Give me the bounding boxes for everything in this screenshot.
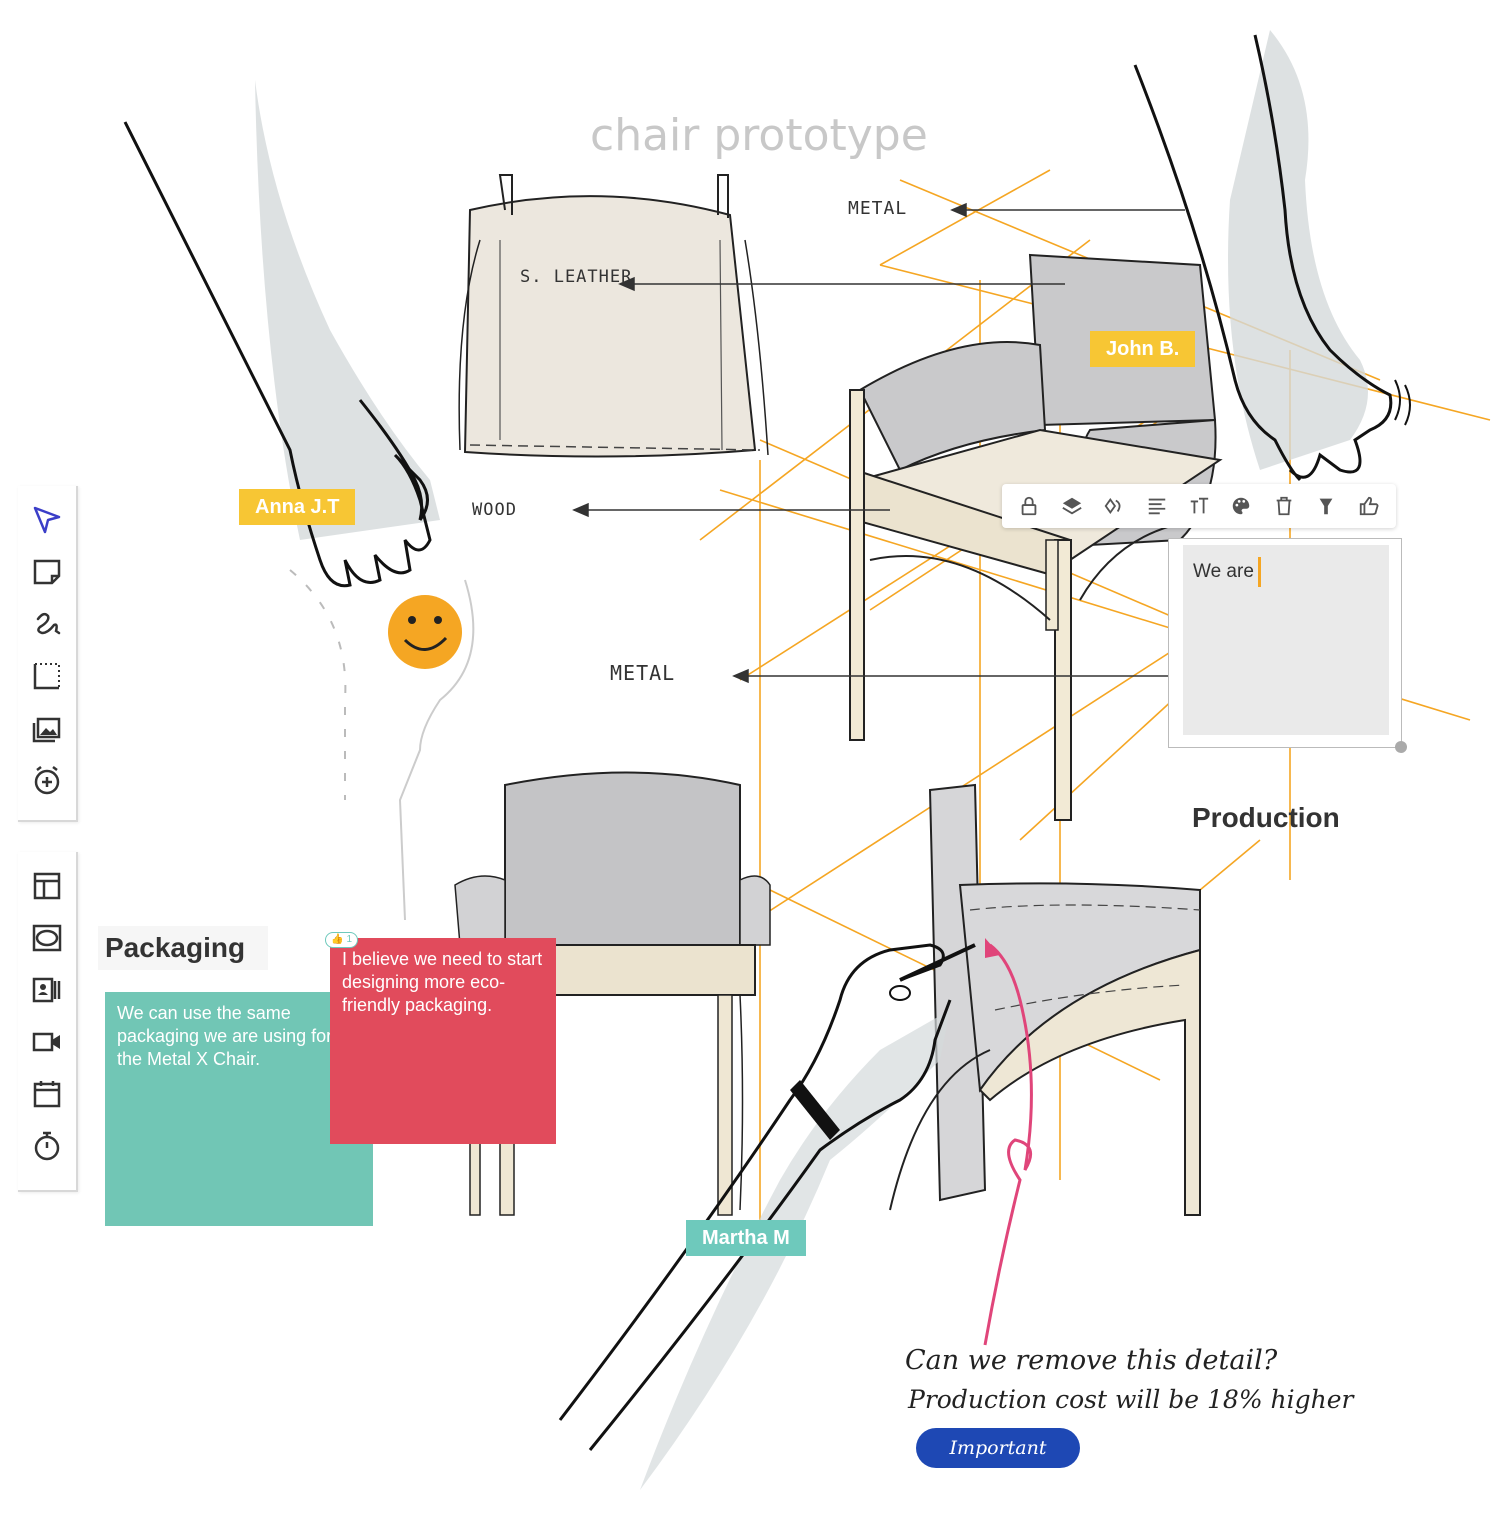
like-counter-badge[interactable]: 👍1 [325, 932, 359, 948]
sticky-note-teal[interactable]: We can use the same packaging we are usi… [105, 992, 373, 1226]
trash-icon[interactable] [1269, 491, 1299, 521]
frame-icon[interactable] [18, 650, 76, 702]
production-frame-title: Production [1192, 802, 1340, 833]
hand-cursor-anna [123, 80, 440, 588]
like-count: 1 [346, 934, 353, 945]
annotation-arrow [983, 938, 1033, 1346]
chair-angled-sketch [889, 783, 1201, 1216]
resize-handle[interactable] [1395, 741, 1407, 753]
hand-cursor-martha [558, 943, 976, 1490]
calendar-icon[interactable] [18, 1068, 76, 1120]
like-icon[interactable] [1354, 491, 1384, 521]
select-icon[interactable] [18, 494, 76, 546]
font-size-icon[interactable] [1184, 491, 1214, 521]
main-toolbar [18, 486, 78, 822]
sticky-note-red-text: I believe we need to start designing mor… [342, 949, 543, 1015]
annotation-line-2: Production cost will be 18% higher [908, 1385, 1354, 1414]
collaborator-tag-anna: Anna J.T [239, 489, 356, 525]
text-editor-area[interactable]: We are [1183, 545, 1389, 735]
packaging-frame-label-bg [98, 926, 268, 970]
stopwatch-icon[interactable] [18, 1120, 76, 1172]
label-metal-top: METAL [848, 198, 907, 219]
layers-icon[interactable] [1057, 491, 1087, 521]
packaging-frame-title: Packaging [105, 932, 246, 963]
sticky-note-red[interactable]: I believe we need to start designing mor… [330, 938, 556, 1144]
collaborator-tag-martha: Martha M [686, 1220, 806, 1256]
contact-card-icon[interactable] [18, 964, 76, 1016]
pen-icon[interactable] [18, 598, 76, 650]
label-metal-mid: METAL [610, 661, 675, 685]
widgets-toolbar [18, 852, 78, 1192]
thumbs-up-icon: 👍 [331, 934, 344, 945]
palette-icon[interactable] [1226, 491, 1256, 521]
smiley-sticker [388, 595, 462, 669]
text-editor-box[interactable]: We are [1168, 538, 1407, 753]
template-icon[interactable] [18, 860, 76, 912]
hand-cursor-john [1133, 30, 1411, 482]
spotlight-icon[interactable] [1311, 491, 1341, 521]
text-caret [1257, 557, 1261, 587]
lock-icon[interactable] [1014, 491, 1044, 521]
add-timer-icon[interactable] [18, 754, 76, 806]
align-icon[interactable] [1142, 491, 1172, 521]
text-format-toolbar [1002, 484, 1396, 528]
text-editor-value: We are [1193, 561, 1254, 583]
images-icon[interactable] [18, 702, 76, 754]
label-leather: S. LEATHER [520, 267, 632, 287]
shape-icon[interactable] [18, 912, 76, 964]
rotate-icon[interactable] [1099, 491, 1129, 521]
video-icon[interactable] [18, 1016, 76, 1068]
label-wood: WOOD [472, 500, 517, 520]
collaborator-tag-john: John B. [1090, 331, 1196, 367]
sticky-note-icon[interactable] [18, 546, 76, 598]
sticky-note-teal-text: We can use the same packaging we are usi… [117, 1003, 333, 1069]
important-badge: Important [916, 1428, 1080, 1468]
material-pointers [572, 202, 1185, 684]
motion-trails [289, 569, 475, 921]
annotation-line-1: Can we remove this detail? [905, 1345, 1278, 1376]
chair-front-sketch [458, 174, 769, 458]
board-title: chair prototype [590, 110, 928, 161]
